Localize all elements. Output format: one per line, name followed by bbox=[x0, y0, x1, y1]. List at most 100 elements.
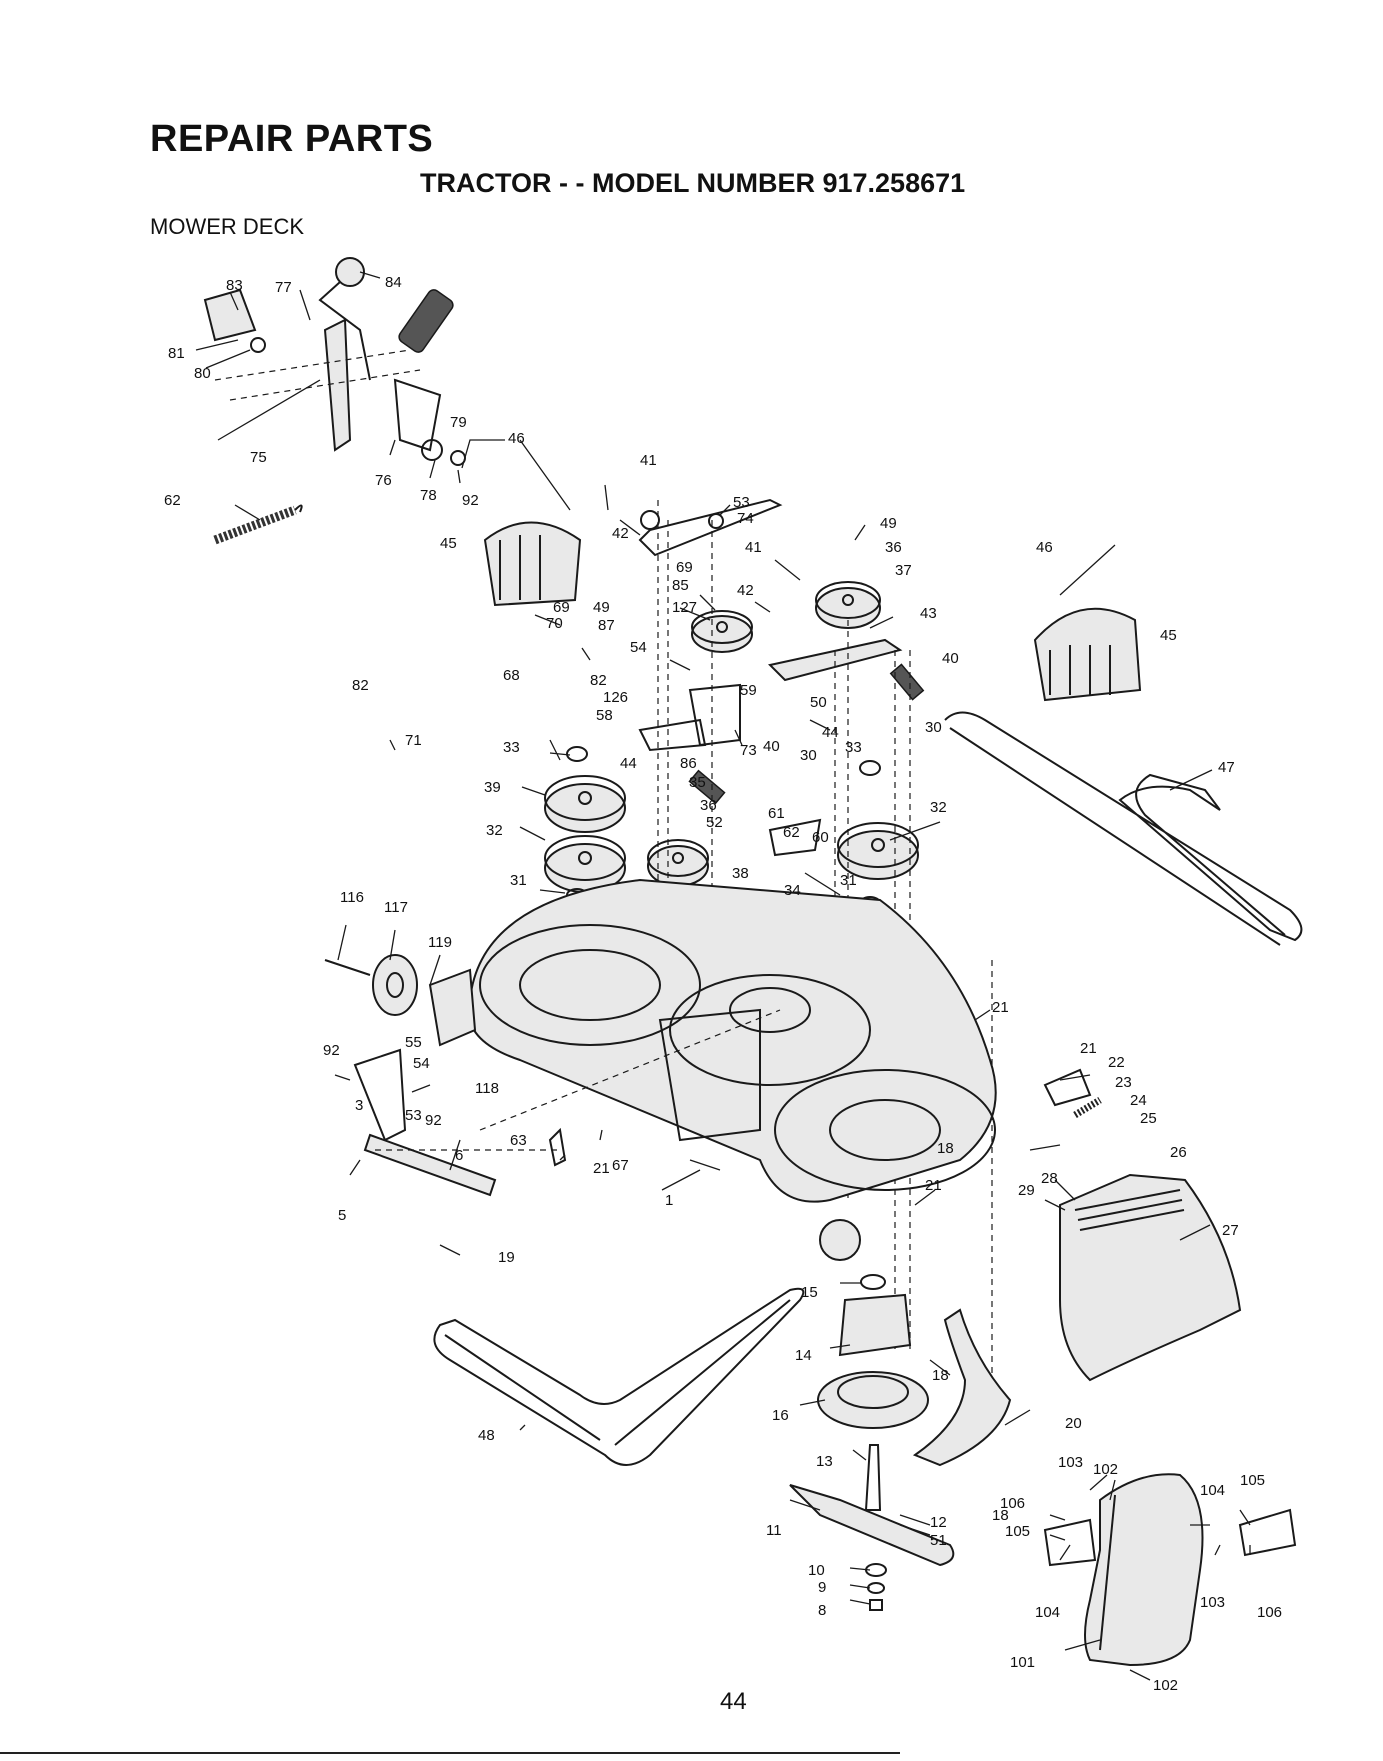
label-119: 119 bbox=[428, 934, 452, 951]
label-23: 23 bbox=[1115, 1074, 1132, 1091]
label-86: 86 bbox=[680, 755, 697, 772]
discharge-chute-27 bbox=[1059, 1173, 1242, 1382]
label-104b: 104 bbox=[1035, 1604, 1060, 1621]
label-77: 77 bbox=[275, 279, 292, 296]
lift-lever bbox=[318, 281, 371, 381]
grip bbox=[398, 289, 454, 353]
spindle-housing-14 bbox=[838, 1293, 912, 1357]
label-31b: 31 bbox=[840, 872, 857, 889]
pulley-32-right bbox=[837, 822, 919, 880]
label-1: 1 bbox=[665, 1192, 673, 1209]
label-69b: 69 bbox=[553, 599, 570, 616]
label-116: 116 bbox=[340, 889, 364, 906]
label-84: 84 bbox=[385, 274, 402, 291]
label-32b: 32 bbox=[930, 799, 947, 816]
spring-62 bbox=[213, 504, 303, 545]
label-53b: 53 bbox=[405, 1107, 422, 1124]
label-50: 50 bbox=[810, 694, 827, 711]
pulley-127 bbox=[691, 610, 753, 653]
pulley-39 bbox=[544, 775, 626, 833]
label-48: 48 bbox=[478, 1427, 495, 1444]
blade-11 bbox=[789, 1484, 955, 1567]
baffle-20 bbox=[912, 1308, 1012, 1467]
label-42b: 42 bbox=[737, 582, 754, 599]
label-38: 38 bbox=[732, 865, 749, 882]
leader-lines bbox=[195, 271, 1251, 1681]
hanger-bracket-3 bbox=[353, 1048, 407, 1142]
lift-arm-76 bbox=[393, 378, 442, 452]
belt-cover-right bbox=[1033, 607, 1142, 702]
label-52: 52 bbox=[706, 814, 723, 831]
label-106b: 106 bbox=[1257, 1604, 1282, 1621]
label-118: 118 bbox=[475, 1080, 499, 1097]
spindle-shaft-13 bbox=[864, 1444, 882, 1511]
gauge-wheel-deck bbox=[819, 1219, 861, 1261]
pulley-32-left bbox=[544, 835, 626, 893]
label-40b: 40 bbox=[763, 738, 780, 755]
latch-105 bbox=[1043, 1518, 1097, 1567]
label-70: 70 bbox=[546, 615, 563, 632]
lift-lever-assembly bbox=[203, 257, 466, 466]
label-49a: 49 bbox=[880, 515, 897, 532]
page-number: 44 bbox=[720, 1688, 747, 1715]
label-5: 5 bbox=[338, 1207, 346, 1224]
label-21c: 21 bbox=[593, 1160, 610, 1177]
label-15: 15 bbox=[801, 1284, 818, 1301]
label-82b: 82 bbox=[352, 677, 369, 694]
bracket-59 bbox=[688, 683, 741, 747]
label-76: 76 bbox=[375, 472, 392, 489]
label-33a: 33 bbox=[503, 739, 520, 756]
label-105b: 105 bbox=[1005, 1523, 1030, 1540]
label-12: 12 bbox=[930, 1514, 947, 1531]
label-25: 25 bbox=[1140, 1110, 1157, 1127]
label-34: 34 bbox=[784, 882, 801, 899]
mower-deck bbox=[467, 878, 997, 1261]
label-53a: 53 bbox=[733, 494, 750, 511]
label-49b: 49 bbox=[593, 599, 610, 616]
label-103b: 103 bbox=[1200, 1594, 1225, 1611]
label-51: 51 bbox=[930, 1532, 947, 1549]
label-14: 14 bbox=[795, 1347, 812, 1364]
label-87: 87 bbox=[598, 617, 615, 634]
label-45a: 45 bbox=[440, 535, 457, 552]
label-21b: 21 bbox=[1080, 1040, 1097, 1057]
label-42a: 42 bbox=[612, 525, 629, 542]
label-126: 126 bbox=[603, 689, 628, 706]
label-33b: 33 bbox=[845, 739, 862, 756]
washer bbox=[250, 337, 266, 353]
label-106a: 106 bbox=[1000, 1495, 1025, 1512]
label-32a: 32 bbox=[486, 822, 503, 839]
label-67: 67 bbox=[612, 1157, 629, 1174]
label-92c: 92 bbox=[425, 1112, 442, 1129]
label-71: 71 bbox=[405, 732, 422, 749]
label-37: 37 bbox=[895, 562, 912, 579]
bracket-22 bbox=[1043, 1068, 1092, 1107]
label-104a: 104 bbox=[1200, 1482, 1225, 1499]
bracket-63 bbox=[548, 1127, 567, 1167]
label-46b: 46 bbox=[1036, 539, 1053, 556]
label-79: 79 bbox=[450, 414, 467, 431]
belt-cover-left bbox=[483, 521, 582, 607]
label-30a: 30 bbox=[800, 747, 817, 764]
deck-center-bracket bbox=[658, 1008, 761, 1142]
label-69a: 69 bbox=[676, 559, 693, 576]
nut-33 bbox=[566, 746, 588, 762]
label-29: 29 bbox=[1018, 1182, 1035, 1199]
label-92a: 92 bbox=[462, 492, 479, 509]
mulch-cover-101 bbox=[1084, 1473, 1204, 1667]
label-9: 9 bbox=[818, 1579, 826, 1596]
label-63: 63 bbox=[510, 1132, 527, 1149]
label-28: 28 bbox=[1041, 1170, 1058, 1187]
label-62b: 62 bbox=[783, 824, 800, 841]
nut-33b bbox=[859, 760, 881, 776]
lever-knob bbox=[335, 257, 365, 287]
label-80: 80 bbox=[194, 365, 211, 382]
label-54b: 54 bbox=[413, 1055, 430, 1072]
label-27: 27 bbox=[1222, 1222, 1239, 1239]
label-127: 127 bbox=[672, 599, 697, 616]
label-11: 11 bbox=[766, 1522, 782, 1539]
label-58: 58 bbox=[596, 707, 613, 724]
label-20: 20 bbox=[1065, 1415, 1082, 1432]
label-92b: 92 bbox=[323, 1042, 340, 1059]
